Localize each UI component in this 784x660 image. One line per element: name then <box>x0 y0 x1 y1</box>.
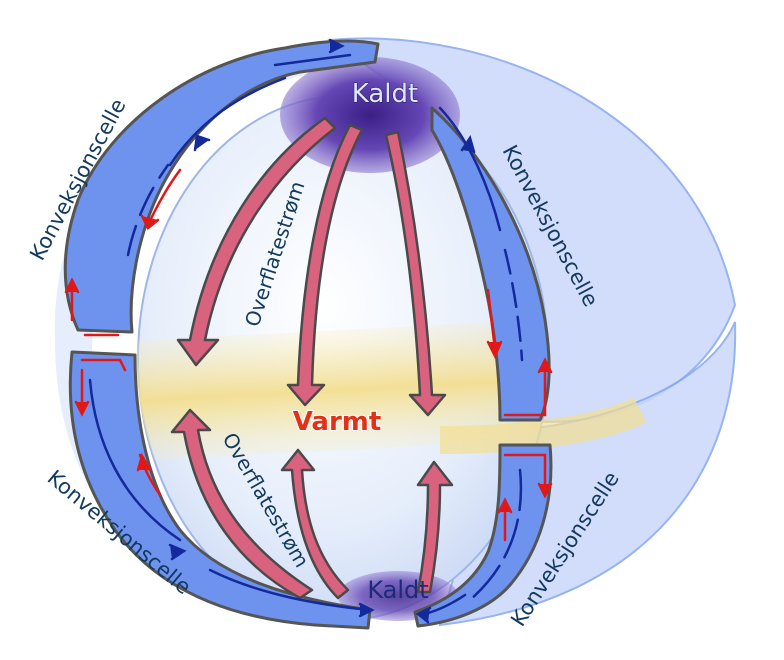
cold-zone-top <box>280 57 460 173</box>
label-warm: Varmt <box>293 407 382 437</box>
flow-arrows-dark-blue <box>88 38 524 624</box>
label-cold-top: Kaldt <box>352 79 418 109</box>
convection-cells <box>63 39 553 630</box>
cell-lower-right <box>413 443 553 628</box>
label-cold-bottom: Kaldt <box>367 576 428 604</box>
surface-current-arrows-top <box>176 116 447 417</box>
surface-current-arrows-bottom <box>170 408 454 600</box>
flow-arrows-red <box>64 168 553 542</box>
cell-upper-left <box>63 39 380 334</box>
cell-lower-left <box>68 350 372 630</box>
cell-upper-right <box>430 106 551 422</box>
